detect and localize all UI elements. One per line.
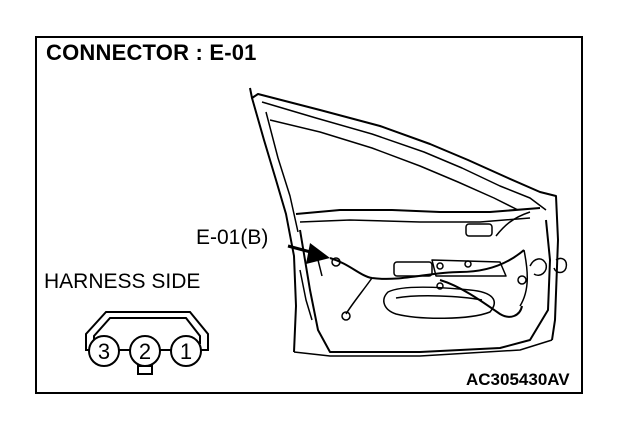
pin-1-label: 1 <box>180 339 192 364</box>
connector-callout-label: E-01(B) <box>196 226 269 249</box>
figure-code: AC305430AV <box>466 370 570 389</box>
pin-2-label: 2 <box>139 339 151 364</box>
connector-title: CONNECTOR : E-01 <box>46 40 257 65</box>
harness-side-label: HARNESS SIDE <box>44 270 201 293</box>
connector-pins <box>88 335 202 367</box>
door-illustration <box>249 87 568 357</box>
pin-1 <box>170 335 202 367</box>
pin-3-label: 3 <box>98 339 110 364</box>
pin-2 <box>129 335 161 367</box>
pin-3 <box>88 335 120 367</box>
diagram-frame <box>35 36 583 394</box>
